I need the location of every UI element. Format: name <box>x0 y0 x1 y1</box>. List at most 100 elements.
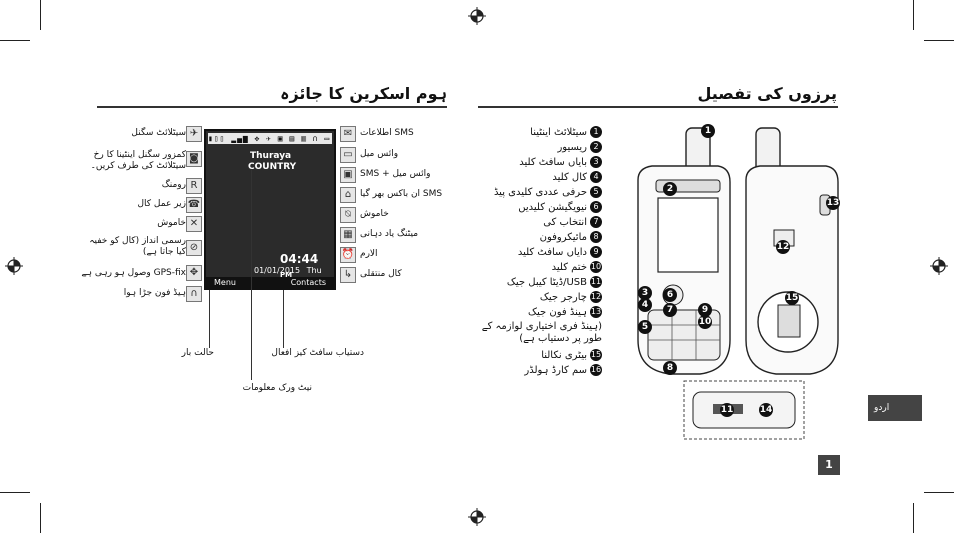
time-value: 04:44 <box>280 252 319 266</box>
part-text: دایاں سافٹ کلید <box>517 247 587 258</box>
softkey-contacts: Contacts <box>290 278 326 287</box>
sms-full-icon: ⌂ <box>340 187 356 203</box>
phone-bottom-illustration <box>683 380 805 440</box>
right-label: SMS ان باکس بھر گیا <box>360 189 443 199</box>
part-item: 12چارجر جیک <box>540 291 602 304</box>
part-item: 3بایاں سافٹ کلید <box>519 156 602 169</box>
mute-icon: ✕ <box>186 216 202 232</box>
cipher-icon: ⊘ <box>186 240 202 256</box>
status-bar: ▮▯▯ ▂▄▆ ✥ ✈ ▣ ▤ ▥ ∩ ▭ <box>208 133 332 144</box>
part-text: سیٹلائٹ اینٹینا <box>530 127 587 138</box>
silent-icon: ⍉ <box>340 207 356 223</box>
right-label: میٹنگ یاد دہانی <box>360 229 419 239</box>
page-title-right: پرزوں کی تفصیل <box>697 84 837 103</box>
part-item: 1سیٹلائٹ اینٹینا <box>530 126 602 139</box>
date-value: 01/01/2015 <box>254 266 301 275</box>
part-text: بایاں سافٹ کلید <box>519 157 587 168</box>
part-number: 6 <box>590 201 602 213</box>
right-label: خاموش <box>360 209 389 219</box>
part-number: 12 <box>590 291 602 303</box>
right-label: کال منتقلی <box>360 269 402 279</box>
call-forward-icon: ↳ <box>340 267 356 283</box>
left-label: خاموش <box>157 218 186 228</box>
part-number: 10 <box>590 261 602 273</box>
registration-mark-icon <box>468 7 486 25</box>
softkey-label: دستیاب سافٹ کیز افعال <box>271 348 364 358</box>
crop-mark <box>40 503 41 533</box>
left-label: ہیڈ فون جڑا ہوا <box>123 288 186 298</box>
callout-11: 11 <box>720 403 734 417</box>
callout-8: 8 <box>663 361 677 375</box>
part-item: 6نیویگیشن کلیدیں <box>518 201 602 214</box>
part-item: (ہینڈ فری اختیاری لوازمہ کے طور پر دستیا… <box>476 321 602 345</box>
crop-mark <box>913 503 914 533</box>
part-item: 16سم کارڈ ہولڈر <box>524 364 602 377</box>
roaming-icon: R <box>186 178 202 194</box>
network-name: Thuraya <box>250 151 292 161</box>
registration-mark-icon <box>930 257 948 275</box>
callout-2: 2 <box>663 182 677 196</box>
callout-9: 9 <box>698 303 712 317</box>
softkey-menu: Menu <box>214 278 236 287</box>
part-item: 11USB/ڈیٹا کیبل جیک <box>507 276 602 289</box>
part-item: 13ہینڈ فون جیک <box>528 306 602 319</box>
part-text: چارجر جیک <box>539 292 587 303</box>
leader-line <box>283 290 284 348</box>
right-label: وائس میل + SMS <box>360 169 431 179</box>
heading-rule-right <box>478 106 838 108</box>
page-number: 1 <box>818 455 840 475</box>
part-text: مائیکروفون <box>539 232 587 243</box>
callout-5: 5 <box>638 320 652 334</box>
left-label: رومنگ <box>161 180 186 190</box>
part-item: 15بیٹری نکالنا <box>541 349 602 362</box>
left-label: زیر عمل کال <box>137 199 187 209</box>
part-item: 2ریسیور <box>557 141 602 154</box>
part-item: 7انتخاب کی <box>543 216 602 229</box>
network-info-label: نیٹ ورک معلومات <box>242 383 312 393</box>
part-text: حرفی عددی کلیدی پیڈ <box>493 187 587 198</box>
left-label: سیٹلائٹ سگنل <box>131 128 186 138</box>
crop-mark <box>913 0 914 30</box>
callout-10: 10 <box>698 315 712 329</box>
part-number: 16 <box>590 364 602 376</box>
alarm-icon: ⏰ <box>340 247 356 263</box>
crop-mark <box>40 0 41 30</box>
clock-time: 04:44 PM <box>280 252 334 280</box>
part-number: 7 <box>590 216 602 228</box>
part-number: 15 <box>590 349 602 361</box>
part-number: 13 <box>590 306 602 318</box>
status-bar-label: حالت بار <box>181 348 214 358</box>
meeting-reminder-icon: ▦ <box>340 227 356 243</box>
part-text: ریسیور <box>557 142 587 153</box>
part-number: 9 <box>590 246 602 258</box>
crop-mark <box>0 492 30 493</box>
left-label: GPS-fix وصول ہو رہی ہے <box>81 268 186 278</box>
callout-7: 7 <box>663 303 677 317</box>
voicemail-icon: ▭ <box>340 147 356 163</box>
sms-icon: ✉ <box>340 126 356 142</box>
part-item: 8مائیکروفون <box>540 231 602 244</box>
heading-rule-left <box>97 106 447 108</box>
callout-1: 1 <box>701 124 715 138</box>
phone-back-illustration <box>745 127 839 375</box>
right-label: الارم <box>360 249 378 259</box>
crop-mark <box>0 40 30 41</box>
part-text: (ہینڈ فری اختیاری لوازمہ کے طور پر دستیا… <box>481 321 602 344</box>
part-number: 2 <box>590 141 602 153</box>
part-number: 11 <box>590 276 602 288</box>
left-label: رسمی انداز (کال کو خفیہ کیا جاتا ہے) <box>89 236 186 257</box>
part-text: ہینڈ فون جیک <box>528 307 587 318</box>
part-item: 5حرفی عددی کلیدی پیڈ <box>494 186 602 199</box>
part-text: بیٹری نکالنا <box>541 350 587 361</box>
callout-3: 3 <box>638 286 652 300</box>
page-title-left: ہوم اسکرین کا جائزہ <box>280 84 447 103</box>
time-ampm: PM <box>280 271 293 279</box>
callout-14: 14 <box>759 403 773 417</box>
phone-front-illustration <box>637 127 731 375</box>
registration-mark-icon <box>5 257 23 275</box>
satellite-signal-icon: ✈ <box>186 126 202 142</box>
part-text: ختم کلید <box>551 262 587 273</box>
part-number: 3 <box>590 156 602 168</box>
callout-4: 4 <box>638 298 652 312</box>
callout-15: 15 <box>785 291 799 305</box>
